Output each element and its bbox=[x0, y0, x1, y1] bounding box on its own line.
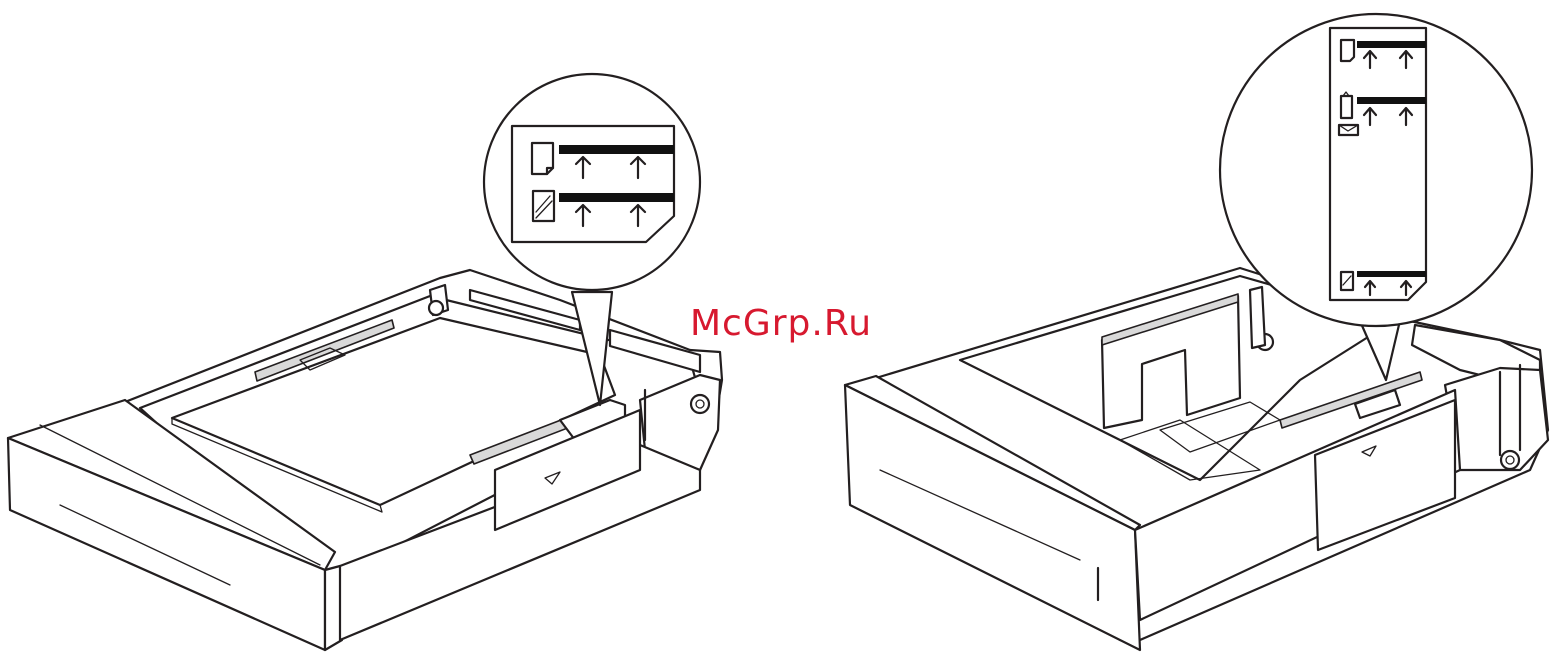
fill-line-bar bbox=[1357, 41, 1426, 48]
left-callout bbox=[484, 74, 700, 290]
fill-line-bar bbox=[1357, 97, 1426, 104]
transparency-icon bbox=[533, 191, 554, 221]
fill-line-bar bbox=[1357, 271, 1426, 277]
fill-line-bar bbox=[559, 145, 674, 154]
right-tray-right-wall bbox=[1445, 368, 1548, 470]
watermark-text: McGrp.Ru bbox=[690, 306, 872, 342]
transparency-icon bbox=[1341, 272, 1353, 290]
right-paper-tray bbox=[845, 268, 1548, 650]
fill-line-bar bbox=[559, 193, 674, 202]
left-paper-tray bbox=[8, 270, 722, 650]
right-callout bbox=[1220, 14, 1532, 326]
